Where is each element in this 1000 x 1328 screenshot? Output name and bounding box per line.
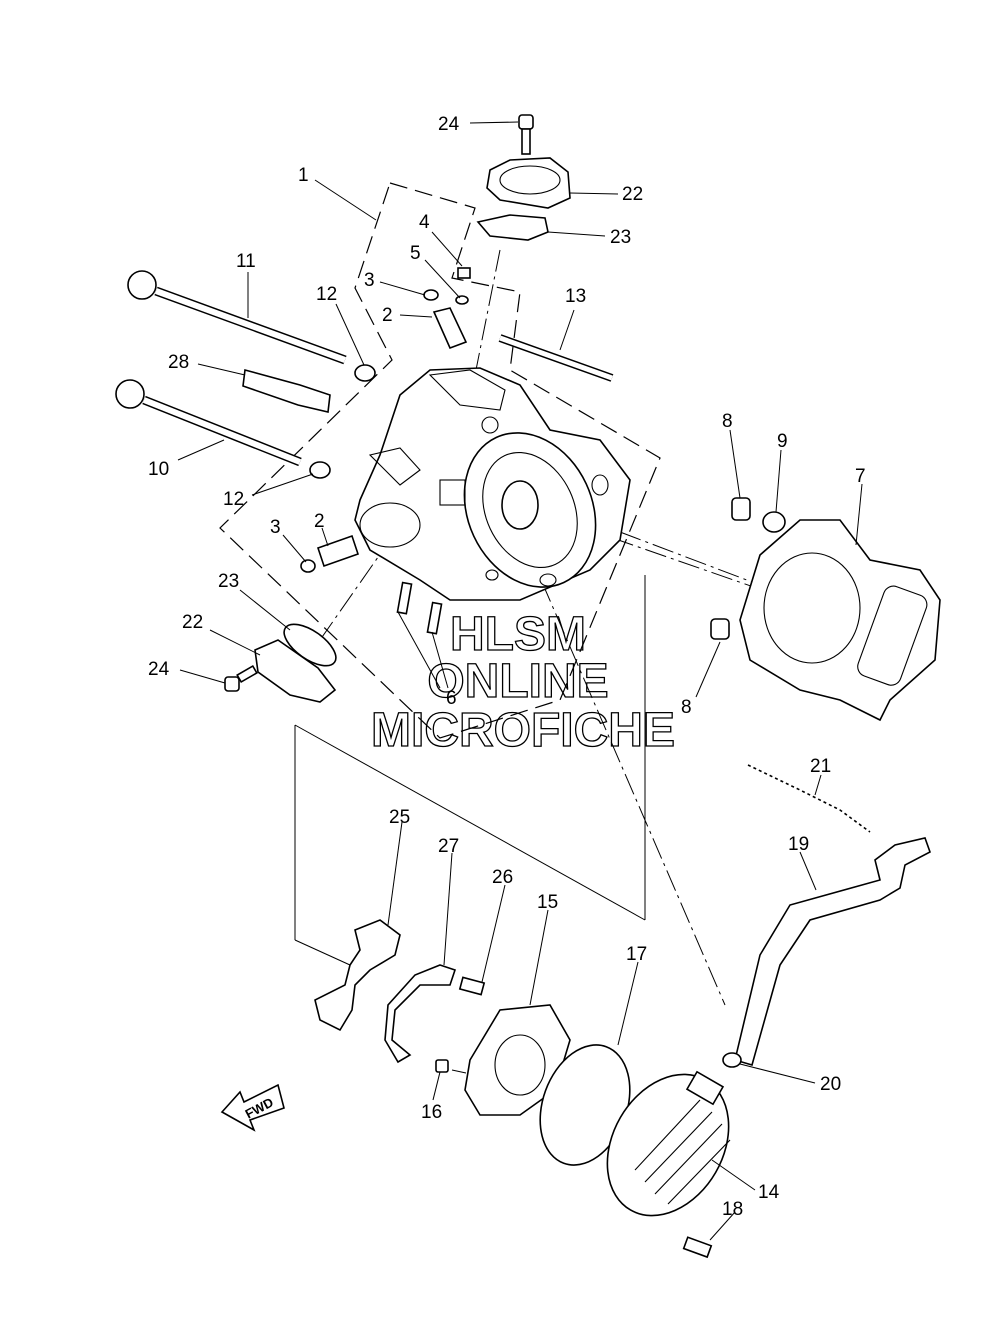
callout-12-upper: 12 — [316, 284, 337, 305]
callout-19: 19 — [788, 834, 809, 855]
watermark-line2: ONLINE — [427, 655, 608, 708]
fwd-arrow-icon: FWD — [220, 1083, 285, 1132]
callout-6: 6 — [446, 688, 457, 709]
cover-14 — [606, 1070, 731, 1217]
bolt-10 — [115, 379, 302, 467]
washer-12-upper — [354, 364, 376, 382]
callout-17: 17 — [626, 944, 647, 965]
callout-2-lower: 2 — [314, 511, 325, 532]
callout-2-top: 2 — [382, 305, 393, 326]
plate-27 — [384, 964, 457, 1064]
bolt-18 — [682, 1236, 713, 1259]
callout-5: 5 — [410, 243, 421, 264]
stud-bolt-13 — [498, 334, 614, 382]
callout-13: 13 — [565, 286, 586, 307]
callout-3-top: 3 — [364, 270, 375, 291]
callout-22-top: 22 — [622, 184, 643, 205]
bracket-25 — [314, 919, 401, 1032]
bolt-24-top — [518, 114, 534, 155]
ring-9 — [762, 511, 786, 533]
bolt-11 — [127, 270, 347, 365]
callout-16: 16 — [421, 1102, 442, 1123]
assembly-boundary-dashed — [219, 182, 661, 739]
callout-8-lower: 8 — [681, 697, 692, 718]
watermark-line1: HLSM — [450, 608, 586, 661]
callout-26: 26 — [492, 867, 513, 888]
spark-plug-28 — [242, 368, 331, 413]
cylinder-head — [354, 367, 631, 601]
callout-25: 25 — [389, 807, 410, 828]
cover-22-top — [486, 157, 571, 209]
callout-8-upper: 8 — [722, 411, 733, 432]
stud-6-a — [396, 581, 413, 615]
callout-24-top: 24 — [438, 114, 460, 135]
gasket-23-top — [476, 214, 549, 241]
bolt-24-lower — [224, 664, 258, 692]
screw-16 — [435, 1059, 449, 1073]
callout-22-lower: 22 — [182, 612, 203, 633]
callout-3-lower: 3 — [270, 517, 281, 538]
callout-15: 15 — [537, 892, 558, 913]
callout-12-lower: 12 — [223, 489, 244, 510]
callout-11: 11 — [236, 251, 256, 272]
stud-6-b — [426, 601, 443, 635]
dowel-2-top — [432, 307, 468, 350]
head-gasket-7 — [739, 519, 941, 722]
callout-18: 18 — [722, 1199, 743, 1220]
callout-20: 20 — [820, 1074, 841, 1095]
callout-21: 21 — [810, 756, 831, 777]
hose-19 — [734, 837, 931, 1066]
washer-12-lower — [309, 461, 331, 479]
callout-14: 14 — [758, 1182, 780, 1203]
callout-labels: 24 22 23 1 4 5 3 2 13 11 12 28 10 12 3 2… — [148, 114, 866, 1220]
watermark-line3: MICROFICHE — [371, 704, 675, 757]
callout-9: 9 — [777, 431, 788, 452]
tie-strap-21 — [747, 764, 871, 833]
watermark: HLSM ONLINE MICROFICHE — [370, 607, 675, 757]
callout-23-lower: 23 — [218, 571, 239, 592]
dowel-2-lower — [316, 534, 360, 568]
callout-27: 27 — [438, 836, 459, 857]
callout-1: 1 — [298, 165, 309, 186]
callout-4: 4 — [419, 212, 430, 233]
callout-23-top: 23 — [610, 227, 631, 248]
screw-4 — [457, 267, 471, 279]
callout-28: 28 — [168, 352, 189, 373]
clip-20 — [722, 1052, 742, 1068]
bolt-26 — [458, 976, 486, 996]
washer-5 — [455, 295, 469, 305]
callout-24-lower: 24 — [148, 659, 170, 680]
dowel-8-lower — [710, 618, 730, 640]
leader-lines — [177, 121, 863, 1241]
callout-7: 7 — [855, 466, 866, 487]
o-ring-3-lower — [300, 559, 316, 573]
dowel-8-upper — [731, 497, 751, 521]
callout-10: 10 — [148, 459, 169, 480]
o-ring-3-top — [423, 289, 439, 301]
cover-22-lower — [254, 639, 337, 703]
